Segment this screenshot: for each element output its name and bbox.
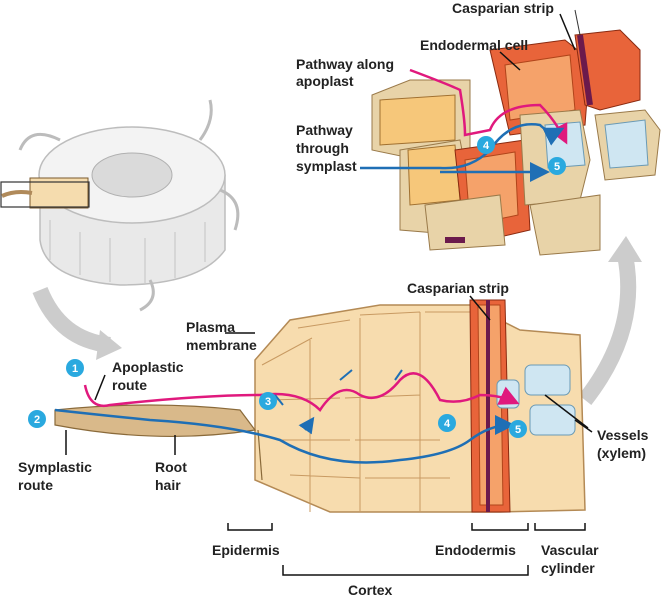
svg-text:3: 3 [265,396,271,408]
label-endodermal-cell: Endodermal cell [420,37,528,53]
label-vascular-cylinder-2: cylinder [541,560,595,576]
label-apoplastic-route-1: Apoplastic [112,359,184,375]
label-plasma-membrane-2: membrane [186,337,257,353]
label-epidermis: Epidermis [212,542,280,558]
label-vascular-cylinder-1: Vascular [541,542,599,558]
brackets [227,523,586,576]
step-marker-5-top: 5 [548,157,566,175]
symplastic-route [54,408,515,464]
label-vessels-1: Vessels [597,427,649,443]
symplast-branch-arrows [274,369,403,430]
label-pathway-symplast-3: symplast [296,158,357,174]
step-marker-1: 1 [66,359,84,377]
label-symplastic-route-2: route [18,477,53,493]
label-pathway-symplast-2: through [296,140,349,156]
root-cross-section [0,99,240,360]
label-pathway-apoplast-1: Pathway along [296,56,394,72]
label-cortex: Cortex [348,582,393,598]
step-marker-5-bottom: 5 [509,420,527,438]
apoplastic-route [83,372,520,412]
endodermis-3d-block [371,9,661,256]
zoom-arrow [578,236,642,405]
svg-text:4: 4 [444,418,451,430]
label-root-hair-1: Root [155,459,187,475]
step-marker-3: 3 [259,392,277,410]
step-marker-4-top: 4 [477,136,495,154]
label-pathway-apoplast-2: apoplast [296,73,354,89]
label-apoplastic-route-2: route [112,377,147,393]
label-endodermis: Endodermis [435,542,516,558]
label-casparian-strip-top: Casparian strip [452,0,554,16]
leader-lines [65,13,593,455]
step-marker-4-bottom: 4 [438,414,456,432]
svg-text:4: 4 [483,140,490,152]
tissue-section [54,299,586,513]
svg-text:1: 1 [72,363,78,375]
label-symplastic-route-1: Symplastic [18,459,92,475]
step-marker-2: 2 [28,410,46,428]
apoplast-pathway-top [409,68,568,145]
label-pathway-symplast-1: Pathway [296,122,353,138]
label-vessels-2: (xylem) [597,445,646,461]
label-casparian-strip-mid: Casparian strip [407,280,509,296]
svg-text:2: 2 [34,414,40,426]
label-root-hair-2: hair [155,477,181,493]
symplast-pathway-top [360,123,565,170]
label-plasma-membrane-1: Plasma [186,319,235,335]
svg-text:5: 5 [515,424,521,436]
svg-text:5: 5 [554,161,560,173]
